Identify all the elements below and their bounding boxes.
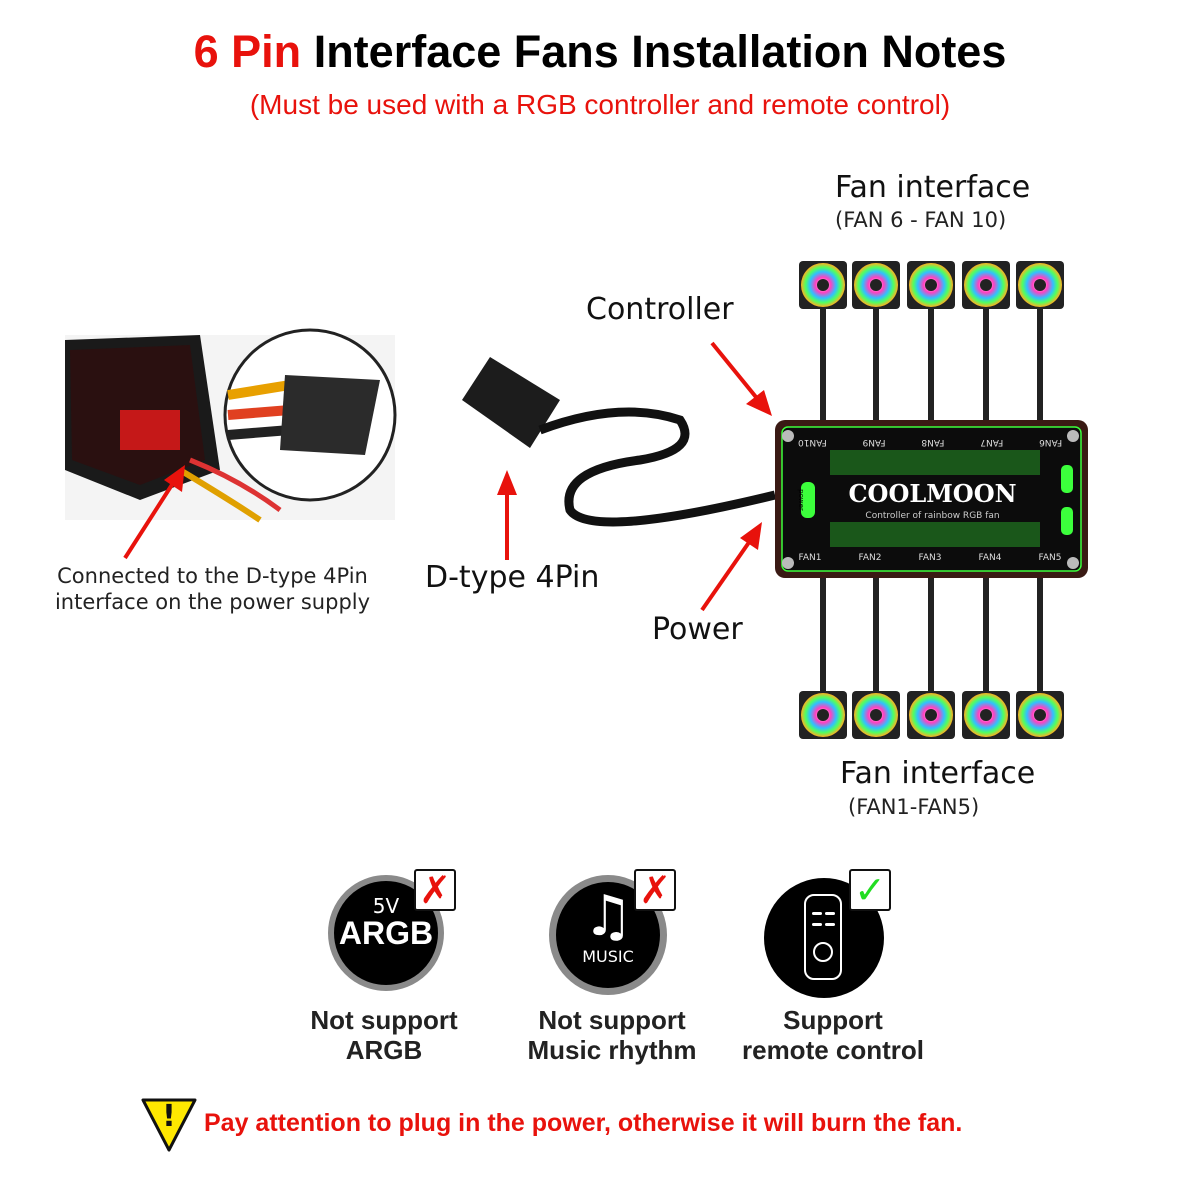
feature-music-label: Not support Music rhythm (502, 1005, 722, 1065)
feature-line2: remote control (741, 1035, 925, 1065)
power-supply-image (65, 328, 397, 523)
fan-interface-bottom-label: Fan interface (840, 756, 1036, 791)
dtype-arrow-icon (497, 470, 517, 560)
fan-icon (962, 691, 1010, 739)
port-label: FAN9 (862, 437, 886, 447)
remote-body (804, 894, 842, 980)
port-label: FAN8 (921, 437, 945, 447)
unsupported-x-icon: ✗ (634, 869, 676, 911)
supported-check-icon: ✓ (849, 869, 891, 911)
fan-icon (1016, 261, 1064, 309)
title-rest: Interface Fans Installation Notes (301, 26, 1007, 77)
port-label: FAN2 (858, 553, 882, 563)
power-label: Power (652, 612, 743, 647)
top-fan-cables (820, 305, 1043, 425)
feature-line1: Not support (538, 1005, 686, 1035)
port-label: FAN5 (1038, 553, 1062, 563)
port-label: FAN6 (1039, 437, 1063, 447)
fan-icon (1016, 691, 1064, 739)
feature-line1: Not support (310, 1005, 458, 1035)
feature-argb-label: Not support ARGB (274, 1005, 494, 1065)
page-title: 6 Pin Interface Fans Installation Notes (0, 24, 1200, 80)
dtype-label: D-type 4Pin (425, 560, 600, 595)
warning-icon (141, 1098, 197, 1152)
fan-icon (799, 261, 847, 309)
controller-box (775, 420, 1088, 578)
power-port-label: power (796, 489, 805, 511)
feature-remote-label: Support remote control (723, 1005, 943, 1065)
remote-icon (764, 878, 884, 998)
fan-interface-bottom-range: (FAN1-FAN5) (848, 795, 980, 819)
page-subtitle: (Must be used with a RGB controller and … (249, 89, 951, 120)
music-icon-text: MUSIC (582, 947, 634, 966)
music-note-icon: ♫ (582, 884, 634, 949)
port-label: FAN3 (918, 553, 942, 563)
psu-arrow-icon (123, 465, 185, 560)
fan-interface-top-label: Fan interface (835, 170, 1031, 205)
fan-icon (907, 261, 955, 309)
psu-caption-line1: Connected to the D-type 4Pin (57, 564, 368, 588)
port-label: FAN1 (798, 553, 822, 563)
controller-label: Controller (586, 292, 734, 327)
psu-caption: Connected to the D-type 4Pin interface o… (30, 563, 395, 615)
unsupported-x-icon: ✗ (414, 869, 456, 911)
fan-icon (852, 261, 900, 309)
feature-line1: Support (783, 1005, 883, 1035)
port-label: FAN7 (980, 437, 1004, 447)
warning-symbol: ! (162, 1099, 176, 1134)
bottom-fans (799, 691, 1064, 739)
controller-arrow-icon (710, 341, 772, 416)
port-label: FAN10 (797, 437, 827, 447)
bottom-fan-cables (820, 575, 1043, 700)
controller-brand: COOLMOON (848, 479, 1017, 508)
psu-caption-line2: interface on the power supply (54, 590, 371, 614)
top-port-labels: FAN6 FAN7 FAN8 FAN9 FAN10 (780, 436, 1080, 447)
bottom-port-labels: FAN1 FAN2 FAN3 FAN4 FAN5 (780, 553, 1080, 564)
port-label: FAN4 (978, 553, 1002, 563)
power-arrow-icon (700, 522, 762, 612)
top-fans (799, 261, 1064, 309)
dtype-4pin-connector (462, 357, 777, 527)
feature-line2: Music rhythm (527, 1035, 697, 1065)
fan-interface-top-range: (FAN 6 - FAN 10) (835, 208, 1007, 232)
fan-icon (852, 691, 900, 739)
fan-icon (962, 261, 1010, 309)
argb-icon-5v: 5V (372, 894, 400, 918)
warning-text: Pay attention to plug in the power, othe… (204, 1109, 963, 1137)
arrows (123, 341, 772, 612)
fan-icon (799, 691, 847, 739)
fan-icon (907, 691, 955, 739)
controller-tagline: Controller of rainbow RGB fan (865, 511, 1000, 521)
argb-icon-text: ARGB (338, 915, 434, 951)
title-highlight: 6 Pin (193, 26, 302, 77)
feature-line2: ARGB (345, 1035, 423, 1065)
